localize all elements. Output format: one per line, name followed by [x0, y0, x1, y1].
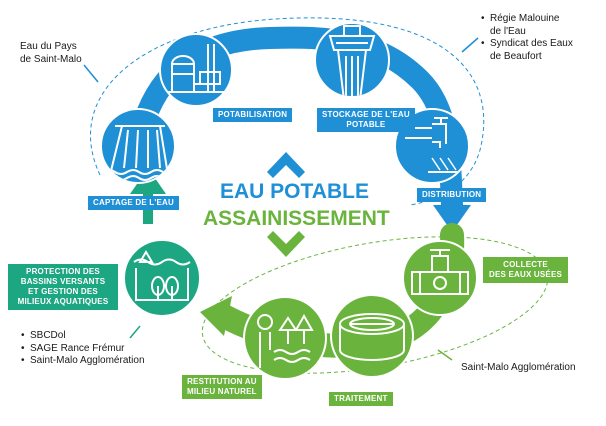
label-protection-line-2: BASSINS VERSANTS [20, 277, 106, 286]
actor-eau-pays-line-2: de Saint-Malo [20, 53, 82, 65]
assainissement-title: ASSAINISSEMENT [203, 207, 390, 230]
label-collecte-line-2: DES EAUX USÉES [489, 270, 563, 279]
actor-assainissement: Saint-Malo Agglomération [461, 362, 576, 373]
actor-regie-item: Régie Malouine de l'Eau [481, 13, 573, 38]
restitution-arrow-icon [200, 296, 232, 336]
label-collecte-line-1: COLLECTE [503, 260, 548, 269]
river-forest-icon [243, 296, 327, 380]
label-protection-line-1: PROTECTION DES [26, 267, 100, 276]
chevron-up-icon [267, 152, 305, 178]
label-potabilisation: POTABILISATION [213, 108, 293, 122]
label-distribution: DISTRIBUTION [417, 188, 487, 202]
watershed-forest-icon [123, 239, 201, 317]
actor-bassins-item: Saint-Malo Agglomération [21, 355, 145, 368]
label-stockage-line-1: STOCKAGE DE L'EAU [322, 110, 410, 119]
water-tower-icon [314, 22, 390, 98]
actor-eau-pays-line-1: Eau du Pays [20, 41, 77, 52]
treatment-plant-icon [159, 33, 233, 107]
actor-eau-pays: Eau du Pays de Saint-Malo [20, 41, 82, 66]
actor-bassins-item: SAGE Rance Frémur [21, 343, 145, 356]
dam-icon [100, 108, 176, 184]
actor-bassins-item: SBCDol [21, 330, 145, 343]
label-restitution: RESTITUTION AU MILIEU NATUREL [182, 375, 262, 399]
actor-regie-list: Régie Malouine de l'Eau Syndicat des Eau… [481, 13, 573, 63]
eau-potable-title: EAU POTABLE [220, 180, 369, 203]
label-protection: PROTECTION DES BASSINS VERSANTS ET GESTI… [8, 264, 118, 310]
sewer-valve-icon [402, 240, 478, 316]
label-stockage-line-2: POTABLE [346, 120, 386, 129]
label-restitution-line-1: RESTITUTION AU [187, 377, 257, 386]
actor-bassins-list: SBCDol SAGE Rance Frémur Saint-Malo Aggl… [21, 330, 145, 368]
label-collecte: COLLECTE DES EAUX USÉES [483, 257, 569, 283]
label-traitement: TRAITEMENT [329, 392, 393, 406]
label-restitution-line-2: MILIEU NATUREL [187, 387, 257, 396]
chevron-down-icon [267, 231, 305, 257]
label-protection-line-3: ET GESTION DES [28, 287, 98, 296]
distribution-arrow-icon [433, 205, 471, 232]
label-stockage: STOCKAGE DE L'EAU POTABLE [317, 108, 415, 132]
treatment-basin-icon [330, 294, 414, 378]
label-protection-line-4: MILIEUX AQUATIQUES [17, 297, 109, 306]
actor-syndicat-item: Syndicat des Eaux de Beaufort [481, 38, 573, 63]
drinking-water-cycle-outline [90, 17, 485, 206]
label-captage: CAPTAGE DE L'EAU [88, 196, 179, 210]
